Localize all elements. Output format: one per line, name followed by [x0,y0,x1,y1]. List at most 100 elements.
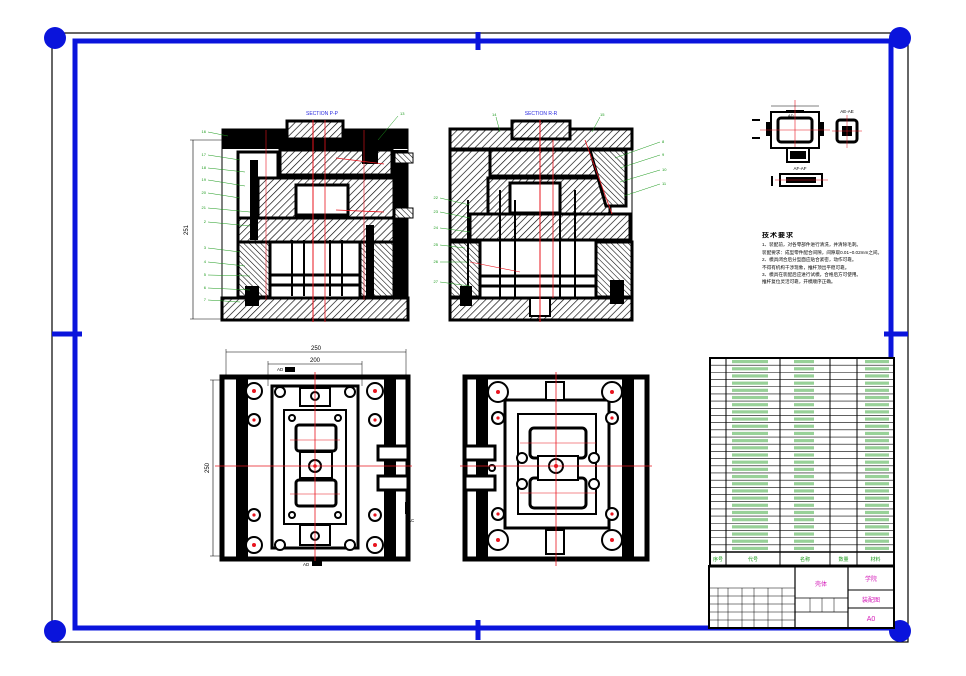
parts-cell-mark [732,510,768,515]
parts-header-cell: 序号 [713,556,723,563]
parts-cell-mark [794,381,814,385]
parts-cell-mark [732,467,768,471]
title-sheet-size: A0 [867,616,876,623]
parts-cell-mark [732,460,768,464]
parts-header-cell: 代号 [748,556,758,563]
marker-ad-top: AD [277,367,284,372]
parts-cell-mark [732,360,768,364]
parts-cell-mark [865,439,889,443]
notes-title: 技术要求 [762,232,794,239]
parts-list-table: 序号代号名称数量材料 [709,357,895,567]
parts-cell-mark [865,460,889,464]
parts-cell-mark [732,518,768,522]
parts-cell-mark [732,446,768,450]
parts-cell-mark [794,424,814,428]
svg-text:16: 16 [202,129,207,134]
parts-header-cell: 材料 [870,556,880,563]
svg-text:3: 3 [204,245,207,250]
parts-cell-mark [732,417,768,421]
dim-250-top: 250 [311,346,322,352]
dim-200: 200 [310,358,321,364]
detail-views: AD AE-AE AF-AF [752,100,862,187]
svg-text:11: 11 [662,181,667,186]
parts-cell-mark [865,410,889,414]
parts-cell-mark [865,367,889,371]
parts-cell-mark [865,546,889,550]
parts-cell-mark [732,453,768,457]
parts-cell-mark [794,431,814,436]
svg-text:24: 24 [434,225,439,230]
parts-cell-mark [794,360,814,364]
parts-cell-mark [794,417,814,421]
parts-cell-mark [794,410,814,414]
parts-cell-mark [794,546,814,550]
section-pp-label: SECTION P-P [306,111,339,117]
drawing-frame [44,27,911,642]
view-af-label: AF-AF [794,166,807,171]
parts-cell-mark [732,403,768,407]
parts-cell-mark [865,381,889,385]
parts-cell-mark [794,489,814,493]
parts-cell-mark [865,446,889,450]
parts-cell-mark [865,431,889,436]
plan-view-left: 250 200 250 AD AD AC [205,346,415,567]
parts-cell-mark [732,546,768,550]
svg-text:14: 14 [492,112,497,117]
svg-text:9: 9 [662,152,665,157]
parts-cell-mark [732,532,768,536]
parts-cell-mark [794,403,814,407]
parts-cell-mark [732,439,768,443]
parts-cell-mark [794,367,814,371]
title-school: 学院 [865,575,877,583]
parts-cell-mark [732,431,768,436]
notes-line: 1、装配前，对各零部件进行清洗，并清除毛刺。 [762,242,862,248]
parts-cell-mark [865,539,889,543]
parts-cell-mark [865,424,889,428]
parts-cell-mark [732,474,768,479]
parts-cell-mark [794,453,814,457]
notes-line: 装配要求：成型零件配合间隙，间隙取0.01~0.02mm之间。 [762,249,883,255]
parts-cell-mark [865,474,889,479]
parts-cell-mark [794,532,814,536]
technical-notes: 技术要求 1、装配前，对各零部件进行清洗，并清除毛刺。 装配要求：成型零件配合间… [762,232,890,286]
parts-cell-mark [794,467,814,471]
notes-line: 推杆复位灵活可靠，开模顺序正确。 [762,279,836,285]
parts-cell-mark [865,395,889,400]
section-rr-label: SECTION R-R [525,111,558,117]
parts-cell-mark [732,539,768,543]
svg-text:23: 23 [434,209,439,214]
svg-text:2: 2 [204,219,207,224]
parts-cell-mark [865,532,889,536]
parts-cell-mark [865,496,889,500]
parts-cell-mark [865,482,889,486]
parts-cell-mark [865,403,889,407]
view-ae-label: AE-AE [840,109,854,114]
parts-cell-mark [865,489,889,493]
notes-line: 2、模具闭合后分型面应贴合紧密，动作可靠。 [762,257,857,263]
parts-cell-mark [794,510,814,515]
parts-cell-mark [794,460,814,464]
parts-cell-mark [794,496,814,500]
parts-cell-mark [794,474,814,479]
parts-cell-mark [794,446,814,450]
parts-cell-mark [732,388,768,392]
parts-cell-mark [732,525,768,529]
parts-cell-mark [865,374,889,378]
title-drawing-name: 壳体 [815,580,827,588]
svg-text:5: 5 [204,272,207,277]
svg-text:15: 15 [600,112,605,117]
svg-text:26: 26 [434,259,439,264]
plan-view-right [460,372,652,566]
parts-cell-mark [732,496,768,500]
parts-cell-mark [865,525,889,529]
svg-text:19: 19 [202,177,207,182]
svg-text:8: 8 [662,139,665,144]
svg-text:7: 7 [204,297,207,302]
parts-cell-mark [865,518,889,522]
parts-cell-mark [732,410,768,414]
parts-cell-mark [794,439,814,443]
notes-line: 不得有机构干涉现象，推杆顶出平稳可靠。 [762,264,850,270]
notes-line: 3、模具在装配后应进行试模，合格后方可使用。 [762,272,862,278]
section-rr-view: SECTION R-R [434,111,667,322]
